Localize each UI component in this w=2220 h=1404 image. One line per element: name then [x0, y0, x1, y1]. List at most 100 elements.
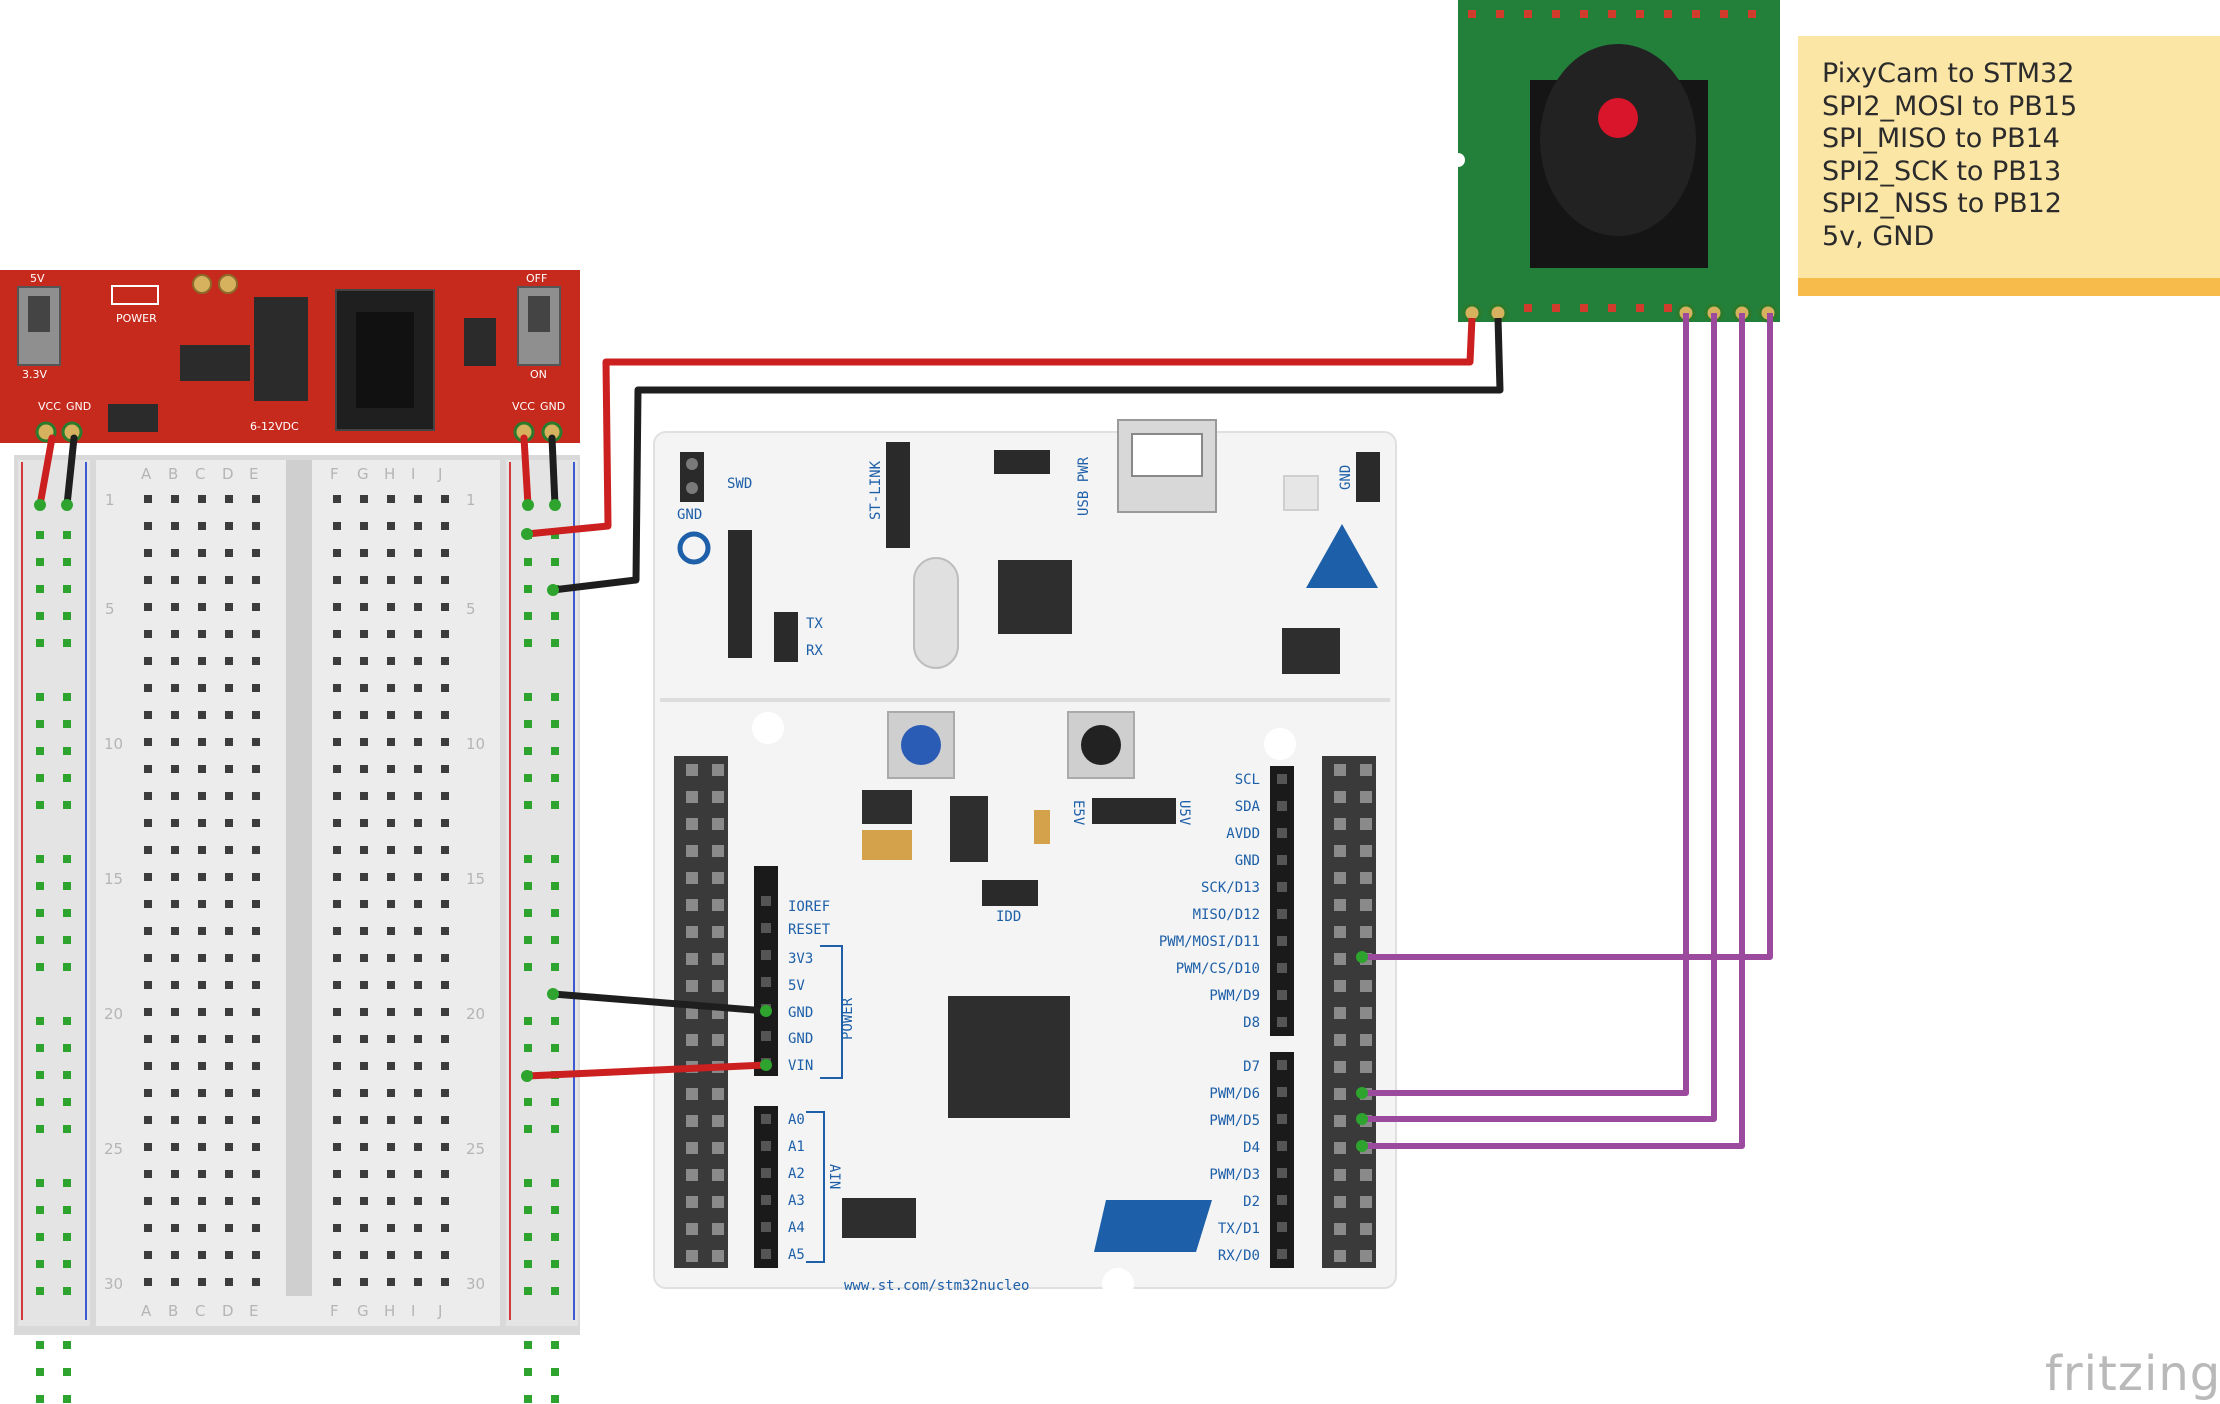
rail-hole — [63, 1233, 71, 1241]
voltage-select-switch[interactable] — [17, 286, 61, 366]
row-label-25-right: 25 — [466, 1140, 485, 1158]
pin-label-a5: A5 — [788, 1247, 805, 1263]
jumper-header-top[interactable] — [994, 450, 1050, 474]
gnd-header-top[interactable] — [680, 452, 704, 502]
small-resistor — [1034, 810, 1050, 844]
wire-endpoints — [34, 499, 1368, 1152]
morpho-pin — [1360, 1223, 1372, 1235]
rail-hole — [551, 720, 559, 728]
rail-hole — [524, 855, 532, 863]
wire-spi-sck — [1362, 313, 1717, 1122]
arduino-analog-header[interactable] — [754, 1106, 778, 1268]
arduino-pin — [1277, 936, 1287, 946]
rail-hole — [551, 747, 559, 755]
camera-pad — [1720, 10, 1728, 18]
st-link-header[interactable] — [886, 442, 910, 548]
idd-jumper[interactable] — [982, 880, 1038, 906]
arduino-pin — [1277, 1060, 1287, 1070]
arduino-digital-header-lower[interactable] — [1270, 1052, 1294, 1268]
morpho-pin — [1334, 791, 1346, 803]
wire-vcc-right — [520, 434, 532, 509]
rail-hole — [36, 1098, 44, 1106]
morpho-pin — [1334, 872, 1346, 884]
rail-hole — [524, 1044, 532, 1052]
pin-label-d4: D4 — [1243, 1140, 1260, 1156]
col-label-i-top: I — [411, 465, 415, 483]
morpho-pin — [1360, 1169, 1372, 1181]
analog-pin-labels: A0 A1 A2 A3 A4 A5 — [788, 1112, 805, 1263]
rail-hole — [551, 1206, 559, 1214]
rail-hole — [36, 909, 44, 917]
rail-hole — [63, 1341, 71, 1349]
col-label-a-top: A — [141, 465, 152, 483]
st-logo — [1094, 1200, 1212, 1252]
arduino-pin — [1277, 963, 1287, 973]
rail-hole — [36, 963, 44, 971]
power-on-off-switch[interactable] — [517, 286, 561, 366]
col-label-i-bottom: I — [411, 1302, 415, 1320]
morpho-pin — [1334, 1169, 1346, 1181]
pin-label-d10: PWM/CS/D10 — [1176, 961, 1260, 977]
switch-label-off: OFF — [526, 272, 547, 285]
morpho-pin — [1360, 818, 1372, 830]
rail-hole — [551, 1233, 559, 1241]
pin-label-avdd: AVDD — [1226, 826, 1260, 842]
tx-rx-header[interactable] — [774, 612, 798, 662]
camera-pad — [1608, 304, 1616, 312]
rx-label: RX — [806, 643, 823, 659]
supply-pad-left — [192, 274, 212, 294]
reset-button[interactable] — [1067, 711, 1135, 779]
morpho-pin — [1334, 926, 1346, 938]
row-label-25-left: 25 — [104, 1140, 123, 1158]
rail-hole — [36, 801, 44, 809]
morpho-pin — [712, 872, 724, 884]
camera-pad — [1552, 10, 1560, 18]
st-link-mcu — [998, 560, 1072, 634]
gnd-header-right[interactable] — [1356, 452, 1380, 502]
user-button[interactable] — [887, 711, 955, 779]
rail-hole — [63, 720, 71, 728]
note-line-6: 5v, GND — [1822, 220, 1935, 252]
rail-hole — [63, 612, 71, 620]
power-led-label: POWER — [116, 312, 157, 325]
row-label-1-right: 1 — [466, 491, 476, 509]
lens-housing — [1540, 44, 1696, 236]
rail-hole — [36, 1206, 44, 1214]
rail-hole — [36, 585, 44, 593]
rail-hole — [551, 882, 559, 890]
morpho-pin — [686, 791, 698, 803]
e5v-u5v-jumper[interactable] — [1092, 798, 1176, 824]
morpho-pin — [686, 845, 698, 857]
usb-pwr-label: USB PWR — [1076, 456, 1092, 516]
col-label-h-bottom: H — [384, 1302, 395, 1320]
arduino-pin — [1277, 1017, 1287, 1027]
rail-hole — [63, 1179, 71, 1187]
morpho-pin — [686, 1115, 698, 1127]
regulator-chip — [180, 345, 250, 381]
morpho-pin — [1360, 926, 1372, 938]
rail-hole — [36, 747, 44, 755]
power-led — [111, 285, 159, 305]
rail-hole — [36, 1395, 44, 1403]
rail-hole — [36, 1125, 44, 1133]
e5v-label: E5V — [1070, 800, 1086, 826]
voltage-regulator — [950, 796, 988, 862]
morpho-pin — [1360, 1061, 1372, 1073]
camera-edge-pads — [1468, 10, 1756, 312]
usb-connector[interactable] — [1117, 419, 1217, 513]
arduino-pin — [1277, 1168, 1287, 1178]
morpho-pin — [712, 791, 724, 803]
pin-label-vin: VIN — [788, 1058, 813, 1074]
arduino-pin — [761, 977, 771, 987]
rail-hole — [36, 1017, 44, 1025]
morpho-pin — [686, 1142, 698, 1154]
morpho-pin — [712, 1196, 724, 1208]
morpho-pin — [712, 1115, 724, 1127]
note-line-4: SPI2_SCK to PB13 — [1822, 155, 2062, 187]
rail-hole — [551, 1044, 559, 1052]
led-indicator — [1283, 475, 1319, 511]
pin-label-d5: PWM/D5 — [1209, 1113, 1260, 1129]
arduino-pin — [1277, 801, 1287, 811]
switch-label-on: ON — [530, 368, 547, 381]
swd-header[interactable] — [728, 530, 752, 658]
